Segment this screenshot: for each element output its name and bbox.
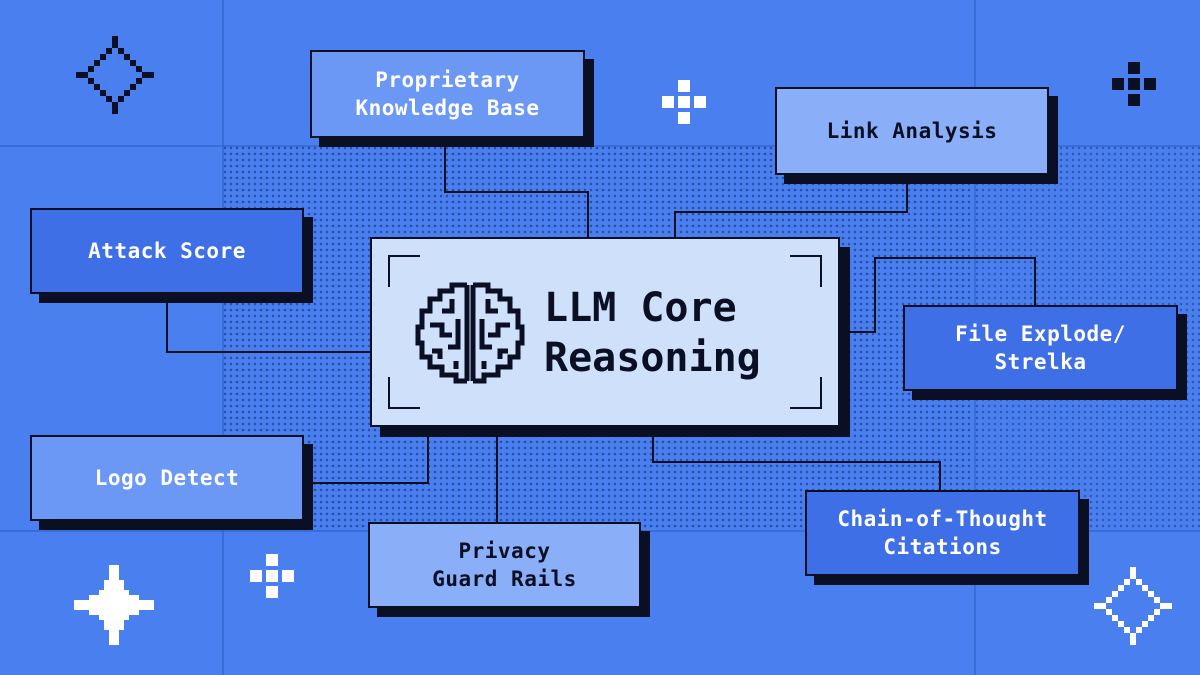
node-privacy-guard-rails: Privacy Guard Rails (368, 522, 641, 608)
node-attack-score: Attack Score (30, 208, 304, 294)
connector-knowledge-base (444, 140, 589, 237)
connector-attack-score (166, 296, 370, 353)
node-proprietary-knowledge-base: Proprietary Knowledge Base (310, 50, 585, 138)
brain-icon (415, 282, 525, 384)
plus-sparkle-icon (662, 80, 706, 124)
connector-logo-detect (305, 427, 429, 484)
plus-sparkle-icon (1112, 62, 1156, 106)
core-title: LLM Core Reasoning (544, 285, 761, 381)
frame-corner (388, 377, 420, 409)
diamond-sparkle-icon (76, 36, 154, 114)
connector-file-explode (840, 257, 1036, 333)
node-chain-of-thought-citations: Chain-of-Thought Citations (805, 490, 1080, 576)
core-node: LLM Core Reasoning (370, 237, 840, 427)
node-file-explode-strelka: File Explode/ Strelka (903, 305, 1178, 391)
star-sparkle-icon (74, 565, 154, 645)
node-link-analysis: Link Analysis (775, 87, 1049, 175)
node-logo-detect: Logo Detect (30, 435, 304, 521)
diamond-sparkle-icon (1094, 567, 1172, 645)
connector-chain-of-thought (652, 427, 941, 490)
frame-corner (388, 255, 420, 287)
frame-corner (790, 377, 822, 409)
frame-corner (790, 255, 822, 287)
connector-link-analysis (674, 178, 908, 237)
plus-sparkle-icon (250, 554, 294, 598)
